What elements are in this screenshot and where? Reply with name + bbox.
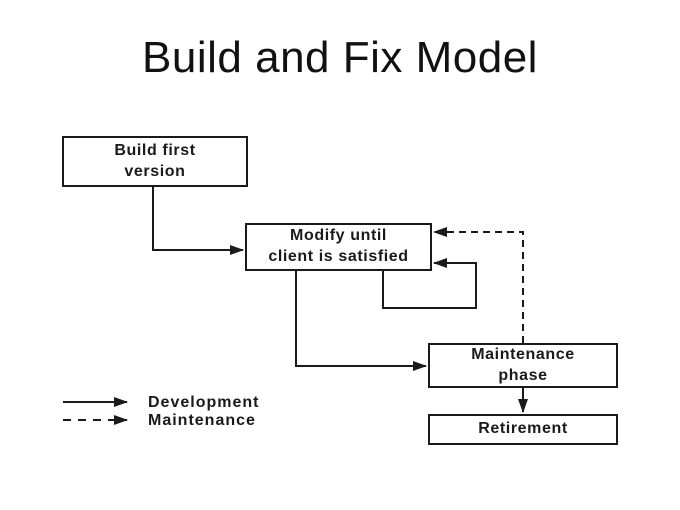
page-title: Build and Fix Model [142, 33, 538, 82]
box-retirement: Retirement [428, 414, 618, 445]
edge-maintenance-to-modify-dashed [433, 227, 524, 343]
box-build-first-version: Build first version [62, 136, 248, 187]
legend-label-development: Development [148, 394, 260, 411]
box-modify-until-client-satisfied: Modify until client is satisfied [245, 223, 432, 271]
edge-modify-to-maintenance [295, 271, 427, 371]
edge-build-to-modify [152, 187, 244, 255]
legend-label-maintenance: Maintenance [148, 412, 256, 429]
edge-modify-self-loop [382, 258, 477, 309]
box-maintenance-phase: Maintenance phase [428, 343, 618, 388]
